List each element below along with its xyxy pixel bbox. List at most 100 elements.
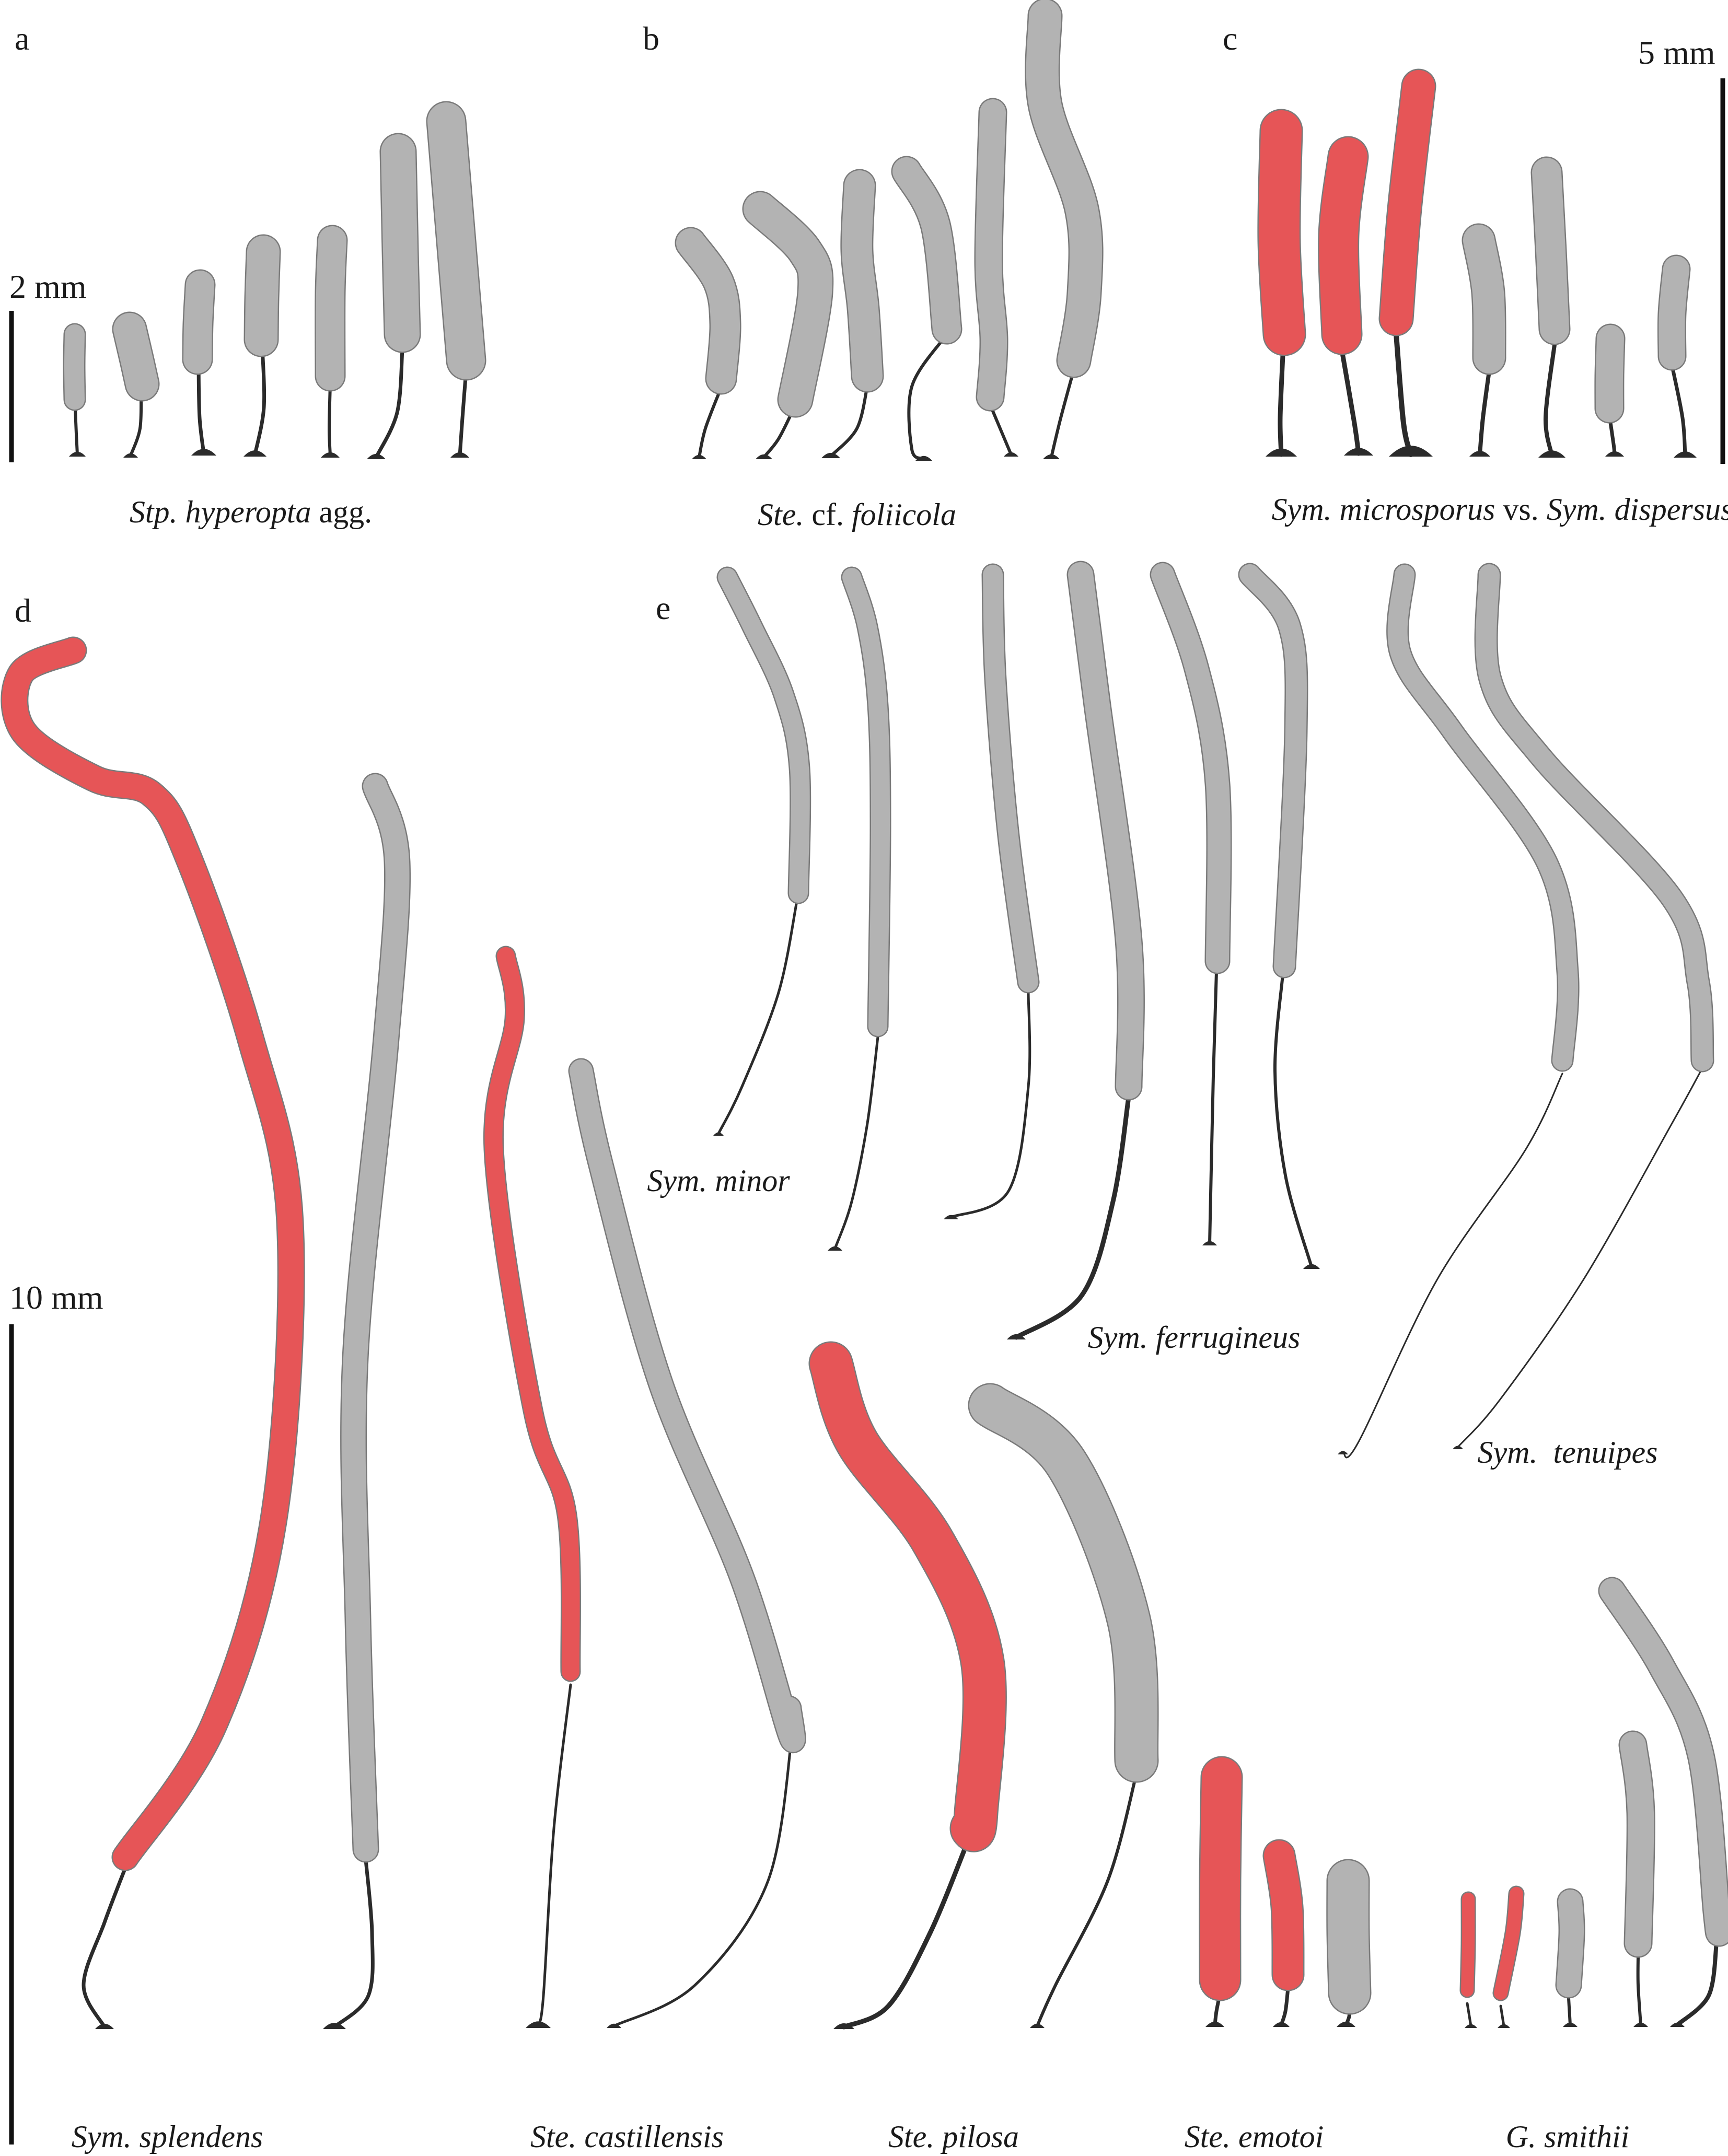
caption-b-species: foliicola xyxy=(852,497,956,532)
sporocarp-31-stalk xyxy=(1499,2005,1505,2027)
sporocarp-14 xyxy=(1257,109,1306,457)
sporocarp-21-head-outline xyxy=(1,636,305,1871)
sporocarp-37-stalk xyxy=(949,991,1031,1219)
sporocarp-9-head xyxy=(744,192,832,416)
caption-sym-minor: Sym. minor xyxy=(647,1163,790,1198)
sporocarp-20-head xyxy=(1659,256,1689,369)
caption-c-right: Sym. dispersus xyxy=(1547,492,1728,527)
sporocarp-37-hypothallus xyxy=(944,1215,958,1219)
sporocarp-10 xyxy=(821,169,884,458)
sporocarp-26-head xyxy=(969,1384,1158,1781)
specimens-layer xyxy=(1,0,1728,2030)
sporocarp-9 xyxy=(742,191,834,459)
sporocarp-14-head xyxy=(1258,110,1305,355)
sporocarp-41-head xyxy=(1387,565,1579,1070)
sporocarp-11 xyxy=(891,156,962,461)
sporocarp-34 xyxy=(1598,1577,1728,2027)
sporocarp-28-head xyxy=(1264,1840,1303,1990)
caption-a-species: hyperopta xyxy=(185,495,311,529)
sporocarp-3-head xyxy=(183,271,214,374)
sporocarp-6-head xyxy=(381,134,420,352)
sporocarp-24-head xyxy=(570,1059,805,1752)
sporocarp-2 xyxy=(112,311,160,458)
sporocarp-40-head xyxy=(1239,564,1307,977)
caption-sym-splendens: Sym. splendens xyxy=(72,2119,263,2154)
sporocarp-26 xyxy=(968,1383,1159,2028)
sporocarp-8-stalk xyxy=(698,386,723,459)
panel-label-b: b xyxy=(643,20,659,57)
sporocarp-30-hypothallus xyxy=(1465,2024,1477,2028)
sporocarp-18-hypothallus xyxy=(1538,450,1565,458)
scale-bar-2mm: 2 mm xyxy=(9,268,87,462)
sporocarp-39-hypothallus xyxy=(1202,1241,1217,1245)
sporocarp-39-head xyxy=(1151,563,1231,973)
sporocarp-18-stalk xyxy=(1543,343,1557,458)
sporocarp-4-hypothallus xyxy=(243,450,266,457)
sporocarp-32-head xyxy=(1557,1890,1584,1997)
sporocarp-10-stalk xyxy=(829,384,869,458)
sporocarp-28-stalk xyxy=(1279,1986,1290,2027)
sporocarp-37 xyxy=(944,563,1040,1219)
sporocarp-20-hypothallus xyxy=(1674,451,1697,458)
sporocarp-33 xyxy=(1618,1730,1655,2027)
caption-b-genus: Ste. xyxy=(758,497,804,532)
sporocarp-24 xyxy=(568,1058,806,2028)
sporocarp-16-stalk xyxy=(1394,332,1413,457)
caption-sym-microsporus-vs-dispersus: Sym. microsporus vs. Sym. dispersus xyxy=(1272,492,1728,527)
sporocarp-12 xyxy=(974,98,1018,457)
sporocarp-33-hypothallus xyxy=(1633,2022,1648,2027)
scale-bar-5mm: 5 mm xyxy=(1638,34,1725,464)
sporocarp-42 xyxy=(1453,563,1714,1449)
panel-label-a: a xyxy=(15,20,29,57)
sporocarp-14-stalk xyxy=(1278,353,1285,457)
sporocarp-21-hypothallus xyxy=(95,2023,114,2029)
sporocarp-21-head xyxy=(2,638,304,1870)
sporocarp-39-stalk xyxy=(1208,970,1218,1245)
sporocarp-36-stalk xyxy=(833,1035,879,1250)
sporocarp-20-stalk xyxy=(1670,364,1687,458)
sporocarp-22-head xyxy=(341,774,410,1861)
caption-a-genus: Stp. xyxy=(130,495,178,529)
sporocarp-12-hypothallus xyxy=(1004,452,1018,457)
sporocarp-1 xyxy=(63,323,86,457)
sporocarp-29 xyxy=(1326,1859,1372,2027)
sporocarp-41 xyxy=(1338,563,1580,1459)
caption-c-mid: vs. xyxy=(1503,492,1538,527)
sporocarp-40-stalk xyxy=(1273,973,1313,1268)
panel-label-d: d xyxy=(15,592,31,629)
sporocarp-1-stalk xyxy=(74,406,79,456)
sporocarp-30 xyxy=(1459,1891,1477,2028)
sporocarp-13-head xyxy=(1026,0,1103,377)
sporocarp-7 xyxy=(426,101,486,458)
sporocarp-7-hypothallus xyxy=(450,452,469,458)
sporocarp-28-hypothallus xyxy=(1273,2022,1290,2027)
sporocarp-30-stalk xyxy=(1466,2002,1472,2027)
sporocarp-10-hypothallus xyxy=(821,452,840,458)
sporocarp-28 xyxy=(1262,1839,1305,2027)
sporocarp-27-hypothallus xyxy=(1205,2021,1224,2027)
caption-ste-emotoi: Ste. emotoi xyxy=(1185,2119,1324,2154)
sporocarp-32 xyxy=(1555,1888,1585,2027)
sporocarp-2-head xyxy=(113,313,158,400)
sporocarp-40 xyxy=(1238,563,1320,1269)
panel-label-e: e xyxy=(656,589,670,626)
sporocarp-5-stalk xyxy=(328,382,332,457)
sporocarp-29-hypothallus xyxy=(1337,2021,1355,2027)
sporocarp-35 xyxy=(713,566,811,1136)
caption-a-suffix: agg. xyxy=(319,495,373,529)
caption-g-smithii: G. smithii xyxy=(1506,2119,1630,2154)
scale-label-2mm: 2 mm xyxy=(9,268,87,305)
sporocarp-18-head xyxy=(1532,158,1569,344)
sporocarp-31-hypothallus xyxy=(1498,2024,1510,2028)
sporocarp-23-hypothallus xyxy=(526,2021,551,2028)
sporocarp-19-hypothallus xyxy=(1605,451,1624,457)
sporocarp-15-head xyxy=(1319,137,1367,354)
sporocarp-5 xyxy=(315,225,348,458)
sporocarp-34-stalk xyxy=(1675,1941,1719,2027)
sporocarp-1-hypothallus xyxy=(69,451,86,457)
sporocarp-5-head xyxy=(316,226,346,390)
sporocarp-24-stalk xyxy=(612,1722,795,2027)
sporocarp-25-head xyxy=(810,1343,1006,1851)
sporocarp-13 xyxy=(1025,0,1104,459)
sporocarp-18 xyxy=(1530,156,1571,458)
